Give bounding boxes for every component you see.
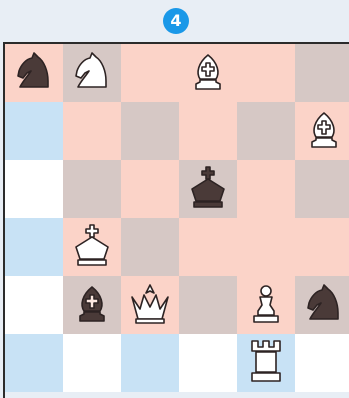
white-queen-icon[interactable] [128,281,172,329]
header-bar: 4 [0,0,349,42]
board-square[interactable] [295,334,349,392]
board-square[interactable] [63,44,121,102]
board-square[interactable] [121,102,179,160]
board-square[interactable] [179,218,237,276]
white-bishop-icon[interactable] [302,107,346,155]
board-square[interactable] [237,218,295,276]
black-knight-icon[interactable] [302,281,346,329]
board-square[interactable] [121,334,179,392]
board-square[interactable] [179,102,237,160]
white-king-icon[interactable] [70,223,114,271]
board-square[interactable] [5,160,63,218]
board-square[interactable] [5,102,63,160]
white-bishop-icon[interactable] [186,49,230,97]
board-square[interactable] [63,334,121,392]
board-square[interactable] [295,44,349,102]
board-square[interactable] [5,334,63,392]
board-square[interactable] [179,44,237,102]
board-square[interactable] [5,44,63,102]
board-square[interactable] [237,160,295,218]
board-square[interactable] [5,218,63,276]
black-knight-icon[interactable] [12,49,56,97]
board-square[interactable] [295,102,349,160]
board-square[interactable] [121,218,179,276]
board-square[interactable] [237,102,295,160]
chess-board [3,42,349,398]
board-square[interactable] [179,276,237,334]
board-square[interactable] [63,160,121,218]
board-square[interactable] [121,276,179,334]
board-square[interactable] [237,334,295,392]
board-square[interactable] [237,276,295,334]
board-square[interactable] [295,276,349,334]
white-pawn-icon[interactable] [244,281,288,329]
black-bishop-icon[interactable] [70,281,114,329]
board-square[interactable] [295,160,349,218]
board-square[interactable] [121,160,179,218]
board-square[interactable] [63,218,121,276]
move-counter-badge: 4 [163,8,189,34]
board-square[interactable] [179,334,237,392]
white-rook-icon[interactable] [244,339,288,387]
board-square[interactable] [121,44,179,102]
board-square[interactable] [179,160,237,218]
board-square[interactable] [295,218,349,276]
board-square[interactable] [237,44,295,102]
white-knight-icon[interactable] [70,49,114,97]
board-square[interactable] [63,102,121,160]
board-square[interactable] [63,276,121,334]
black-king-icon[interactable] [186,165,230,213]
board-square[interactable] [5,276,63,334]
